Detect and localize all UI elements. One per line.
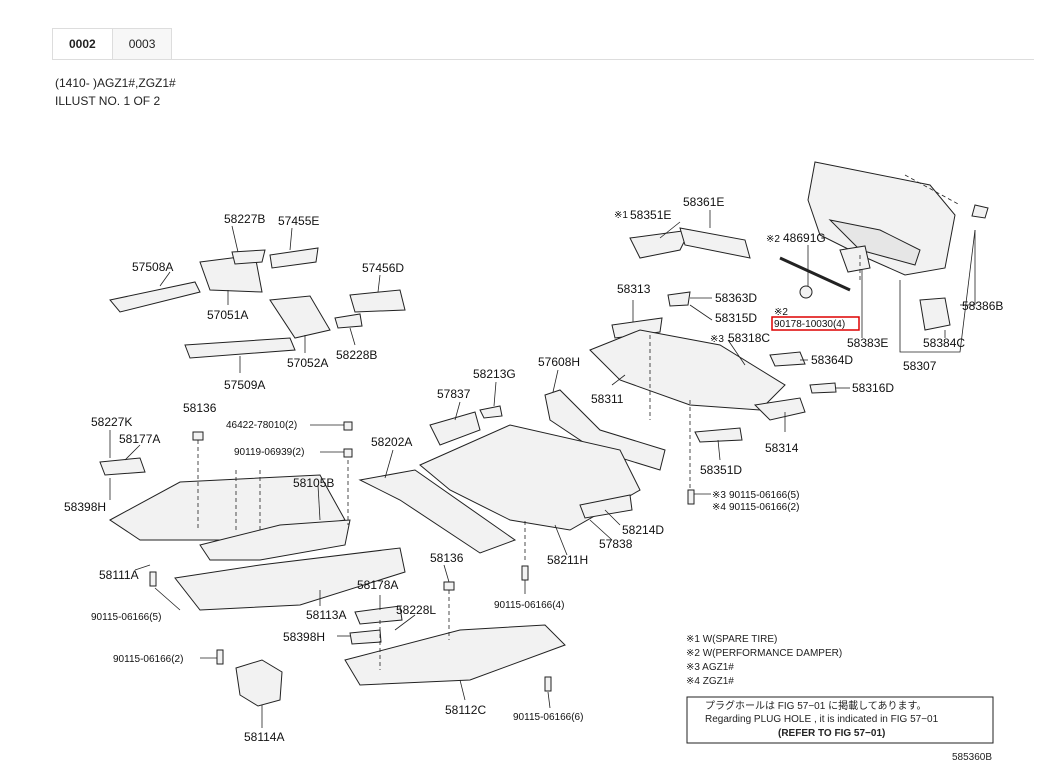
label-58213G[interactable]: 58213G (473, 367, 516, 381)
mark-x2: ※2 (766, 234, 780, 245)
legend-item-3: ※3 AGZ1# (686, 662, 734, 673)
label-58383E[interactable]: 58383E (847, 336, 888, 350)
model-line: (1410- )AGZ1#,ZGZ1# (55, 76, 176, 90)
mark-x3a: ※3 (710, 334, 724, 345)
label-90115-06166-6[interactable]: 90115-06166(6) (513, 712, 583, 723)
label-58361E[interactable]: 58361E (683, 195, 724, 209)
label-58112C[interactable]: 58112C (445, 703, 486, 717)
label-58351E[interactable]: 58351E (630, 208, 671, 222)
illustration-code: 585360B (952, 752, 992, 763)
part-shapes (99, 161, 989, 707)
part-labels: 58227B 57455E 57508A 57456D 57051A 57052… (64, 195, 1003, 744)
label-57456D[interactable]: 57456D (362, 261, 404, 275)
tab-bar: 0002 0003 (52, 28, 173, 59)
label-58386B[interactable]: 58386B (962, 299, 1003, 313)
label-90115-06166-4[interactable]: 90115-06166(4) (494, 600, 564, 611)
label-58227B[interactable]: 58227B (224, 212, 265, 226)
tab-0003[interactable]: 0003 (111, 28, 173, 59)
mark-x4: ※4 (712, 502, 726, 513)
legend-item-2: ※2 W(PERFORMANCE DAMPER) (686, 648, 842, 659)
label-58211H[interactable]: 58211H (547, 553, 588, 567)
mark-x3b: ※3 (712, 490, 726, 501)
plug-hole-notice: プラグホールは FIG 57−01 に掲載してあります。 Regarding P… (686, 696, 994, 744)
mark-x2b: ※2 (774, 307, 788, 318)
label-48691G[interactable]: 48691G (783, 231, 826, 245)
leader-lines (109, 174, 976, 728)
label-58178A[interactable]: 58178A (357, 578, 398, 592)
label-46422-78010[interactable]: 46422-78010(2) (226, 420, 297, 431)
label-57052A[interactable]: 57052A (287, 356, 328, 370)
legend: ※1 W(SPARE TIRE) ※2 W(PERFORMANCE DAMPER… (686, 634, 842, 687)
label-90115-06166-5-right[interactable]: 90115-06166(5) (729, 490, 799, 501)
label-58318C[interactable]: 58318C (728, 331, 770, 345)
label-58136-upper[interactable]: 58136 (183, 401, 217, 415)
label-90119-06939[interactable]: 90119-06939(2) (234, 447, 304, 458)
tab-divider (52, 59, 1034, 60)
label-90115-06166-2-right[interactable]: 90115-06166(2) (729, 502, 799, 513)
label-57608H[interactable]: 57608H (538, 355, 580, 369)
legend-item-4: ※4 ZGZ1# (686, 676, 734, 687)
label-58307[interactable]: 58307 (903, 359, 937, 373)
label-58384C[interactable]: 58384C (923, 336, 965, 350)
illust-line: ILLUST NO. 1 OF 2 (55, 94, 161, 108)
label-57509A[interactable]: 57509A (224, 378, 265, 392)
label-58311[interactable]: 58311 (591, 392, 624, 406)
label-58398H-lower[interactable]: 58398H (283, 630, 325, 644)
label-57455E[interactable]: 57455E (278, 214, 319, 228)
highlight-box (771, 316, 860, 331)
label-58398H-upper[interactable]: 58398H (64, 500, 106, 514)
label-58114A[interactable]: 58114A (244, 730, 284, 744)
label-58228B[interactable]: 58228B (336, 348, 377, 362)
label-57051A[interactable]: 57051A (207, 308, 248, 322)
label-90115-06166-5-left[interactable]: 90115-06166(5) (91, 612, 161, 623)
label-58313[interactable]: 58313 (617, 282, 651, 296)
label-58364D[interactable]: 58364D (811, 353, 853, 367)
label-58136-lower[interactable]: 58136 (430, 551, 464, 565)
label-58316D[interactable]: 58316D (852, 381, 894, 395)
label-58315D[interactable]: 58315D (715, 311, 757, 325)
label-90178-10030[interactable]: 90178-10030(4) (774, 319, 845, 330)
label-58214D[interactable]: 58214D (622, 523, 664, 537)
notice-jp: プラグホールは FIG 57−01 に掲載してあります。 (705, 699, 927, 712)
label-57838[interactable]: 57838 (599, 537, 633, 551)
label-58113A[interactable]: 58113A (306, 608, 346, 622)
tab-0002[interactable]: 0002 (52, 28, 113, 59)
label-58111A[interactable]: 58111A (99, 568, 139, 582)
label-58177A[interactable]: 58177A (119, 432, 160, 446)
label-58351D[interactable]: 58351D (700, 463, 742, 477)
label-58228L[interactable]: 58228L (396, 603, 436, 617)
mark-x1: ※1 (614, 210, 628, 221)
label-90115-06166-2-left[interactable]: 90115-06166(2) (113, 654, 183, 665)
label-57508A[interactable]: 57508A (132, 260, 173, 274)
label-57837[interactable]: 57837 (437, 387, 471, 401)
notice-en: Regarding PLUG HOLE , it is indicated in… (705, 714, 939, 725)
label-58227K[interactable]: 58227K (91, 415, 132, 429)
legend-item-1: ※1 W(SPARE TIRE) (686, 634, 777, 645)
label-58314[interactable]: 58314 (765, 441, 799, 455)
label-58105B[interactable]: 58105B (293, 476, 334, 490)
label-58363D[interactable]: 58363D (715, 291, 757, 305)
label-58202A[interactable]: 58202A (371, 435, 412, 449)
notice-ref: (REFER TO FIG 57−01) (778, 728, 885, 739)
